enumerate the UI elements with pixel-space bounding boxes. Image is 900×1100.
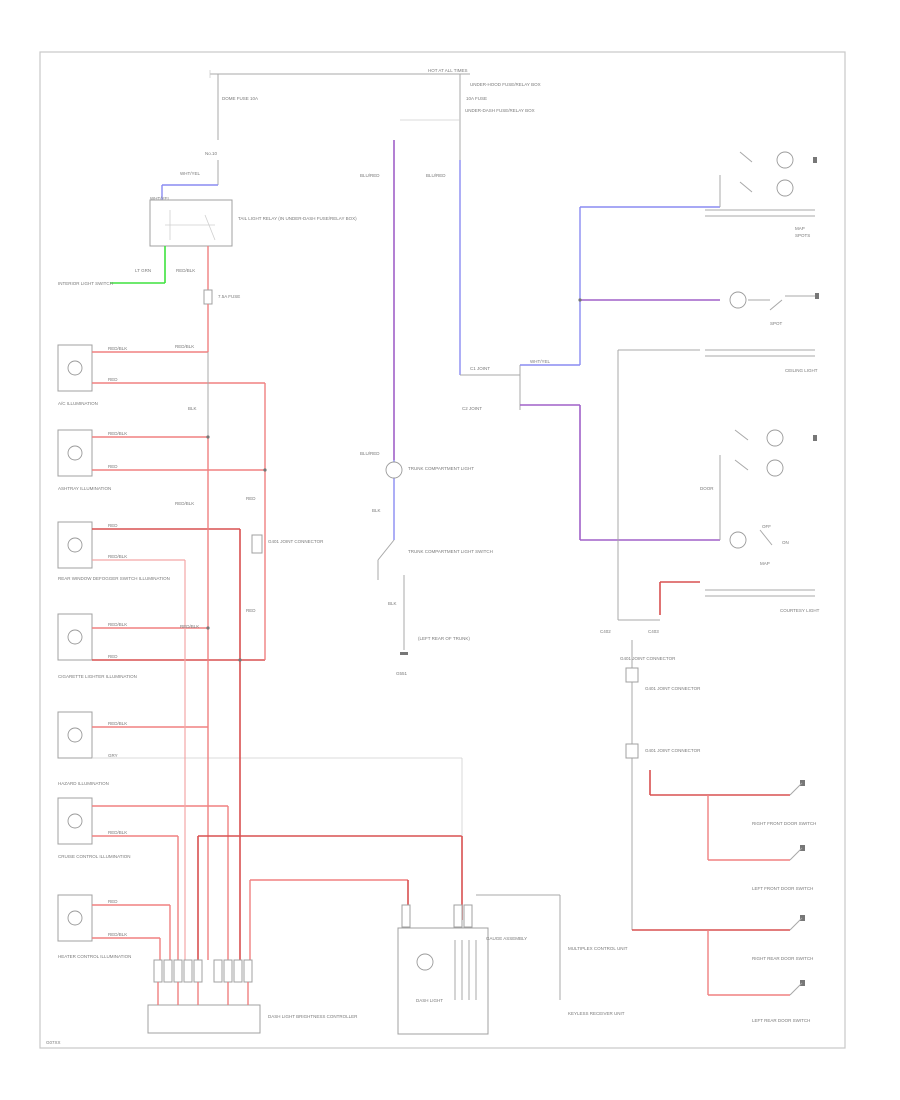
wht-yel-label-1: WHT/YEL xyxy=(180,171,200,176)
red-blk-wire-6: RED/BLK xyxy=(108,830,127,835)
courtesy-light: COURTESY LIGHT C402 C403 xyxy=(600,581,820,634)
no10-label: No.10 xyxy=(205,151,218,156)
g401-joint-1 xyxy=(251,534,263,554)
red-blk-label-mid: RED/BLK xyxy=(175,501,194,506)
door-label: DOOR xyxy=(700,486,714,491)
front-map-sw-label: SPOTS xyxy=(795,233,810,238)
red-5: RED xyxy=(108,899,118,904)
red-blk-wire-5: RED/BLK xyxy=(108,721,127,726)
door-sw-rr-label: RIGHT REAR DOOR SWITCH xyxy=(752,956,813,961)
red-4: RED xyxy=(108,654,118,659)
illum-a-label: A/C ILLUMINATION xyxy=(58,401,98,406)
illum-c-label: REAR WINDOW DEFOGGER SWITCH ILLUMINATION xyxy=(58,576,170,581)
multiplex-label: MULTIPLEX CONTROL UNIT xyxy=(568,946,628,951)
front-map-label: MAP xyxy=(795,226,805,231)
trunk-light-bulb xyxy=(385,461,403,479)
relay-desc: TAIL LIGHT RELAY (IN UNDER-DASH FUSE/REL… xyxy=(238,216,357,221)
off-label: OFF xyxy=(762,524,771,529)
red-blk-label-1: RED/BLK xyxy=(176,268,195,273)
c402-label: C402 xyxy=(600,629,611,634)
fuse-7-5a xyxy=(203,289,213,305)
trunk-light-label: TRUNK COMPARTMENT LIGHT xyxy=(408,466,474,471)
ceiling-light: CEILING LIGHT xyxy=(617,349,818,620)
left-bus-wires: BLK RED RED RED/BLK RED/BLK G401 JOINT C… xyxy=(159,352,463,960)
red-6: RED xyxy=(246,496,256,501)
red-blk-wire-3: RED/BLK xyxy=(108,554,127,559)
red-blk-label-mid2: RED/BLK xyxy=(180,624,199,629)
gry-label: GRY xyxy=(108,753,118,758)
red-3: RED xyxy=(108,523,118,528)
red-blk-label-2: RED/BLK xyxy=(175,344,194,349)
joint-c2-label: C2 JOINT xyxy=(462,406,482,411)
hot-at-all-times-label: HOT AT ALL TIMES xyxy=(428,68,468,73)
underhood-fuse-label: UNDER-HOOD FUSE/RELAY BOX xyxy=(470,82,541,87)
dimmer-label: DASH LIGHT BRIGHTNESS CONTROLLER xyxy=(268,1014,358,1019)
blk-label-1: BLK xyxy=(188,406,197,411)
red-blk-wire-2: RED/BLK xyxy=(108,431,127,436)
red-blk-wire-7: RED/BLK xyxy=(108,932,127,937)
c403-label: C403 xyxy=(648,629,659,634)
g401-label-1: G401 JOINT CONNECTOR xyxy=(268,539,324,544)
diagram-frame xyxy=(39,51,846,1049)
illum-d-label: CIGARETTE LIGHTER ILLUMINATION xyxy=(58,674,137,679)
door-sw-lf-label: LEFT FRONT DOOR SWITCH xyxy=(752,886,813,891)
fuse-10a-label: 10A FUSE xyxy=(466,96,487,101)
door-sw-lr-label: LEFT REAR DOOR SWITCH xyxy=(752,1018,810,1023)
lt-grn-label: LT GRN xyxy=(135,268,151,273)
dash-fuse-box-label: UNDER-DASH FUSE/RELAY BOX xyxy=(465,108,535,113)
blk-label-3: BLK xyxy=(388,601,397,606)
door-sw-rf-label: RIGHT FRONT DOOR SWITCH xyxy=(752,821,816,826)
courtesy-label: COURTESY LIGHT xyxy=(780,608,820,613)
courtesy-feed: BLU/RED C1 JOINT C2 JOINT WHT/YEL xyxy=(426,160,720,541)
illum-b-label: ASHTRAY ILLUMINATION xyxy=(58,486,111,491)
g401-label-3: G401 JOINT CONNECTOR xyxy=(645,748,701,753)
interior-light-switch-label: INTERIOR LIGHT SWITCH xyxy=(58,281,113,286)
dash-controller-connector: DASH LIGHT BRIGHTNESS CONTROLLER xyxy=(147,959,358,1034)
illumination-column: A/C ILLUMINATION RED/BLK RED RED/BLK ASH… xyxy=(57,344,462,959)
joint-c1-label: C1 JOINT xyxy=(470,366,490,371)
front-map-lights: MAP SPOTS xyxy=(705,151,817,238)
door-switches: G401 JOINT CONNECTOR G401 JOINT CONNECTO… xyxy=(620,640,816,1023)
blu-red-label-1: BLU/RED xyxy=(360,173,380,178)
tail-light-relay: WHT/YEL WHT/YEL TAIL LIGHT RELAY (IN UND… xyxy=(58,160,357,352)
blu-red-label-3: BLU/RED xyxy=(426,173,446,178)
fuse-7-5a-label: 7.5A FUSE xyxy=(218,294,240,299)
illum-f-label: CRUISE CONTROL ILLUMINATION xyxy=(58,854,131,859)
rear-label: ON xyxy=(782,540,789,545)
red-blk-wire-1: RED/BLK xyxy=(108,346,127,351)
red-blk-wire-4: RED/BLK xyxy=(108,622,127,627)
ceiling-light-label: CEILING LIGHT xyxy=(785,368,818,373)
map-label: MAP xyxy=(760,561,770,566)
red-7: RED xyxy=(246,608,256,613)
g401-label-4: G401 JOINT CONNECTOR xyxy=(620,656,676,661)
g552-label: (LEFT REAR OF TRUNK) xyxy=(418,636,470,641)
spot-label: SPOT xyxy=(770,321,783,326)
blu-red-label-2: BLU/RED xyxy=(360,451,380,456)
combination-label: GAUGE ASSEMBLY xyxy=(486,936,527,941)
power-bus: HOT AT ALL TIMES DOME FUSE 10A UNDER-HOO… xyxy=(205,68,541,160)
illum-e-label: HAZARD ILLUMINATION xyxy=(58,781,109,786)
illum-g-label: HEATER CONTROL ILLUMINATION xyxy=(58,954,131,959)
dome-fuse-label: DOME FUSE 10A xyxy=(222,96,258,101)
red-2: RED xyxy=(108,464,118,469)
trunk-circuit: BLU/RED BLU/RED TRUNK COMPARTMENT LIGHT … xyxy=(360,140,493,676)
spot-light: SPOT xyxy=(729,291,819,326)
relay-box xyxy=(149,199,233,247)
red-1: RED xyxy=(108,377,118,382)
page-code: G07XX xyxy=(46,1040,61,1045)
g551-label: G551 xyxy=(396,671,408,676)
keyless-label: KEYLESS RECEIVER UNIT xyxy=(568,1011,625,1016)
wht-yel-label-2: WHT/YEL xyxy=(150,196,170,201)
map-light: DOOR OFF ON MAP xyxy=(700,429,817,566)
dash-light-label: DASH LIGHT xyxy=(416,998,443,1003)
wht-yel-label-3: WHT/YEL xyxy=(530,359,550,364)
g401-label-2: G401 JOINT CONNECTOR xyxy=(645,686,701,691)
gauge-assembly: GAUGE ASSEMBLY DASH LIGHT MULTIPLEX CONT… xyxy=(397,894,628,1035)
blk-label-2: BLK xyxy=(372,508,381,513)
trunk-sw-label: TRUNK COMPARTMENT LIGHT SWITCH xyxy=(408,549,493,554)
